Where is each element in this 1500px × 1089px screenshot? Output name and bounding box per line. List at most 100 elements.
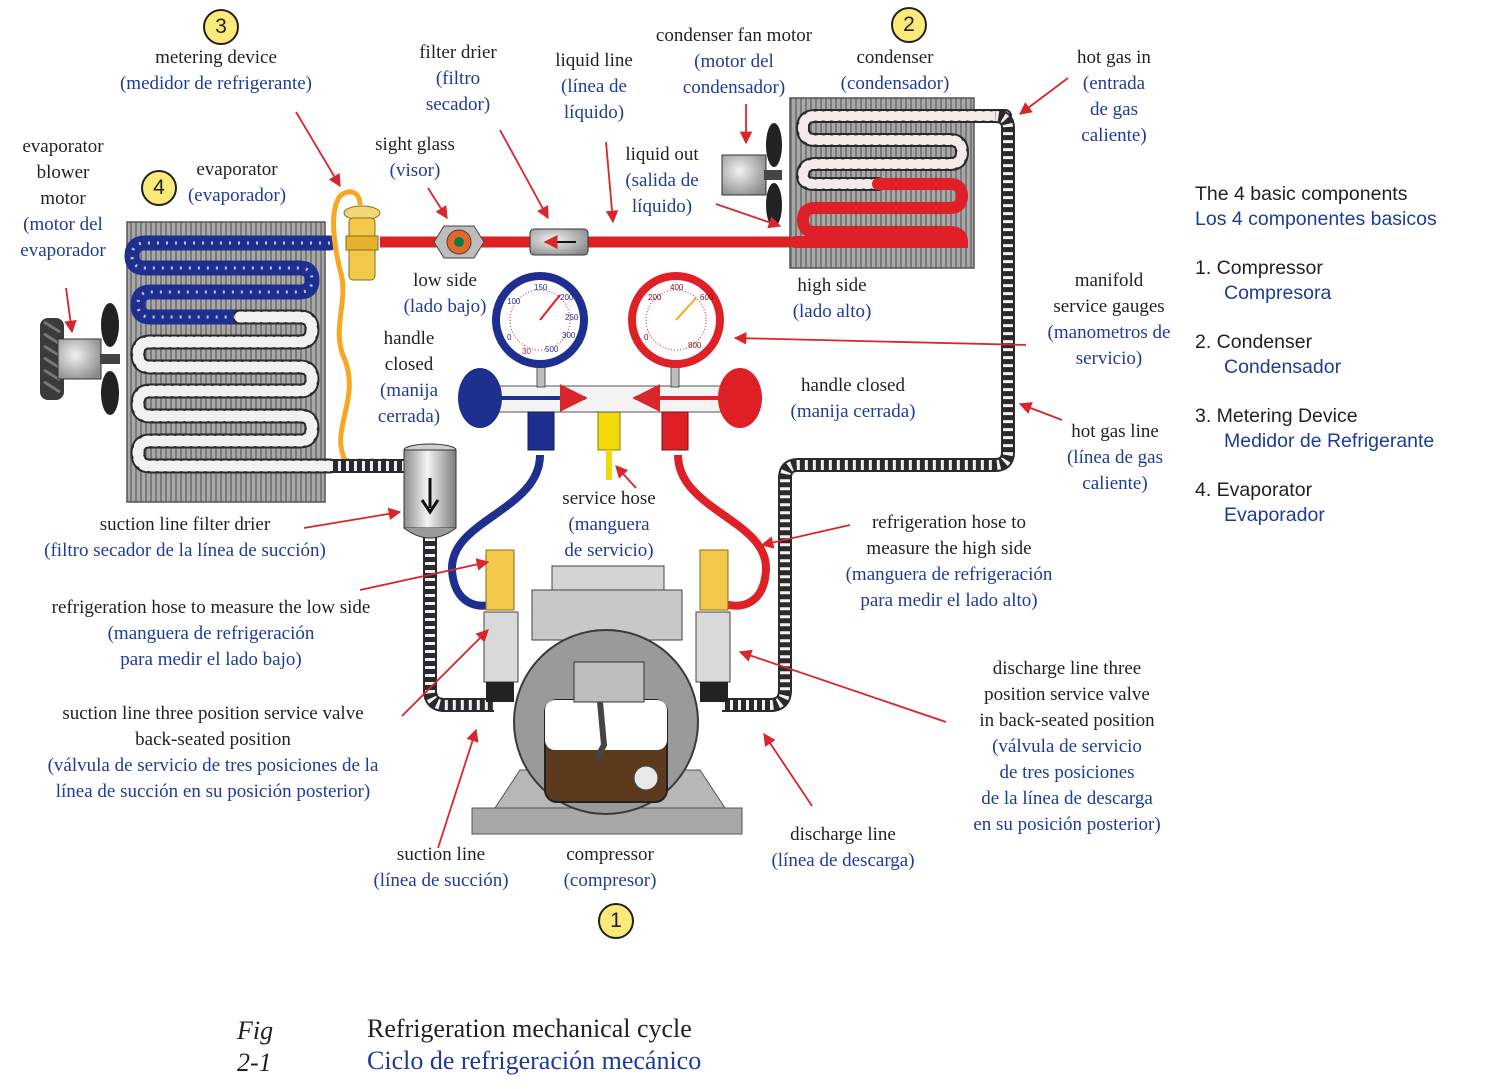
gauge-tick: 300 [562, 331, 576, 340]
label-hose-low-side: refrigeration hose to measure the low si… [6, 595, 416, 673]
badge-condenser: 2 [891, 7, 927, 43]
gauge-tick: 400 [670, 283, 684, 292]
label-en: sight glass [375, 134, 455, 155]
label-es: de gas [1089, 99, 1138, 120]
evaporator-blower-motor [40, 303, 120, 415]
condenser-fan-motor [721, 123, 782, 227]
label-en: service gauges [1053, 296, 1165, 317]
evaporator-coil [124, 221, 338, 503]
discharge-service-valve [695, 549, 731, 702]
label-en: evaporator [22, 136, 104, 157]
label-evaporator: evaporator (evaporador) [172, 157, 302, 209]
gauge-tick: 250 [565, 313, 579, 322]
label-en: handle [383, 328, 435, 349]
label-es: líquido) [631, 196, 693, 217]
label-liquid-out: liquid out (salida de líquido) [606, 142, 718, 220]
label-es: (salida de [625, 170, 699, 191]
label-en: discharge line [790, 824, 896, 845]
figure-number: Fig 2-1 [237, 1016, 274, 1077]
label-high-side: high side (lado alto) [772, 273, 892, 325]
label-en: condenser [856, 47, 934, 68]
label-en: closed [384, 354, 434, 375]
manifold-gauge-set [447, 272, 771, 610]
label-es: (manguera [568, 514, 650, 535]
label-es: (manometros de [1047, 322, 1171, 343]
legend-item: 4. Evaporator Evaporador [1195, 478, 1437, 528]
label-es: de la línea de descarga [981, 788, 1153, 809]
label-es: condensador) [682, 77, 786, 98]
label-es: caliente) [1082, 473, 1148, 494]
gauge-tick: 100 [507, 297, 521, 306]
label-es: (manguera de refrigeración [845, 564, 1053, 585]
figure-title-spanish: Ciclo de refrigeración mecánico [367, 1046, 702, 1075]
gauge-tick: 600 [700, 293, 714, 302]
high-side-gauge-ticks: 200 400 600 800 0 [644, 283, 714, 350]
label-low-side: low side (lado bajo) [385, 268, 505, 320]
label-es: (entrada [1082, 73, 1146, 94]
label-hot-gas-in: hot gas in (entrada de gas caliente) [1054, 45, 1174, 149]
legend-item-es: Condensador [1224, 356, 1342, 378]
label-sight-glass: sight glass (visor) [355, 132, 475, 184]
badge-metering-device: 3 [203, 9, 239, 45]
label-es: servicio) [1075, 348, 1143, 369]
label-es: (manguera de refrigeración [107, 623, 315, 644]
label-en: suction line three position service valv… [62, 703, 364, 724]
label-en: metering device [155, 47, 277, 68]
label-es: (válvula de servicio de tres posiciones … [47, 755, 379, 776]
label-es: en su posición posterior) [973, 814, 1161, 835]
label-es: evaporador [20, 240, 106, 261]
label-en: evaporator [196, 159, 278, 180]
label-en: measure the high side [866, 538, 1032, 559]
label-en: manifold [1074, 270, 1144, 291]
label-discharge-service-valve: discharge line three position service va… [944, 656, 1190, 838]
label-es: (manija [379, 380, 439, 401]
legend-heading: The 4 basic components [1195, 183, 1408, 205]
legend-heading-spanish: Los 4 componentes basicos [1195, 208, 1437, 230]
legend-item-en: 2. Condenser [1195, 331, 1313, 353]
label-en: refrigeration hose to measure the low si… [51, 597, 371, 618]
label-discharge-line: discharge line (línea de descarga) [748, 822, 938, 874]
badge-evaporator: 4 [141, 170, 177, 206]
label-es: de tres posiciones [999, 762, 1135, 783]
label-suction-service-valve: suction line three position service valv… [6, 701, 420, 805]
label-en: in back-seated position [979, 710, 1155, 731]
label-en: filter drier [419, 42, 497, 63]
label-es: (línea de [561, 76, 627, 97]
low-side-gauge-ticks: 100 150 200 250 300 500 30 0 [507, 283, 579, 356]
label-es: (compresor) [563, 870, 657, 891]
components-legend: The 4 basic components Los 4 componentes… [1195, 182, 1437, 552]
label-handle-closed-right: handle closed (manija cerrada) [770, 373, 936, 425]
label-es: (filtro [435, 68, 481, 89]
label-en: hot gas line [1071, 421, 1159, 442]
label-en: liquid out [625, 144, 699, 165]
label-en: suction line filter drier [99, 514, 271, 535]
legend-item-en: 1. Compressor [1195, 257, 1323, 279]
hot-gas-line [722, 109, 1015, 712]
label-es: (línea de succión) [373, 870, 509, 891]
label-es: (motor del [23, 214, 103, 235]
legend-item-en: 3. Metering Device [1195, 405, 1358, 427]
label-en: condenser fan motor [655, 25, 813, 46]
label-es: (filtro secador de la línea de succión) [44, 540, 326, 561]
label-manifold-service-gauges: manifold service gauges (manometros de s… [1030, 268, 1188, 372]
label-en: handle closed [801, 375, 905, 396]
label-en: high side [797, 275, 867, 296]
label-en: hot gas in [1077, 47, 1151, 68]
condenser-coil [789, 97, 1012, 269]
label-es: secador) [425, 94, 491, 115]
label-en: position service valve [984, 684, 1150, 705]
label-hose-high-side: refrigeration hose to measure the high s… [814, 510, 1084, 614]
label-metering-device: metering device (medidor de refrigerante… [96, 45, 336, 97]
legend-item: 1. Compressor Compresora [1195, 256, 1437, 306]
label-es: (visor) [389, 160, 441, 181]
legend-item-es: Evaporador [1224, 504, 1325, 526]
label-es: para medir el lado alto) [860, 590, 1038, 611]
label-es: para medir el lado bajo) [120, 649, 302, 670]
label-es: (línea de gas [1066, 447, 1163, 468]
compressor [471, 565, 743, 835]
label-es: (manija cerrada) [790, 401, 916, 422]
gauge-tick: 30 [522, 347, 531, 356]
gauge-tick: 200 [648, 293, 662, 302]
label-suction-line-filter-drier: suction line filter drier (filtro secado… [10, 512, 360, 564]
